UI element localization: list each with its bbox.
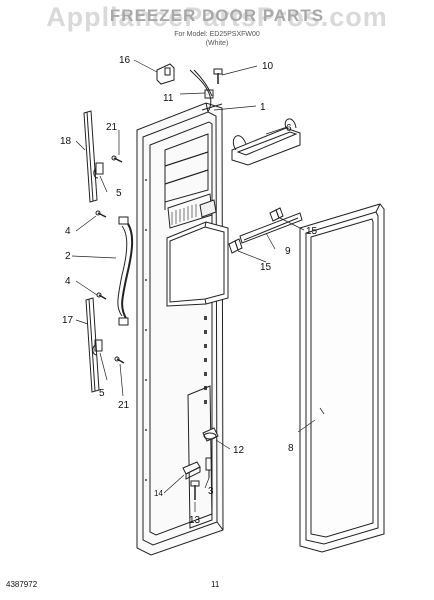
page-number: 11 xyxy=(211,580,220,589)
callout-15-lower: 15 xyxy=(260,262,272,273)
hinge-screw xyxy=(213,68,223,84)
shelf-rail xyxy=(239,212,303,244)
rail-end-cap-lower xyxy=(228,238,243,254)
color-variant: (White) xyxy=(205,40,229,47)
freezer-door-panel xyxy=(136,102,229,556)
document-number: 4387972 xyxy=(6,580,38,589)
trim-strip-upper xyxy=(83,110,98,203)
bottom-hinge-pin xyxy=(205,457,213,478)
callout-4-lower: 4 xyxy=(65,276,71,287)
door-gasket xyxy=(299,203,385,553)
callout-6: 6 xyxy=(286,123,292,134)
callout-9: 9 xyxy=(285,246,291,257)
callout-11: 11 xyxy=(163,93,174,104)
callout-1: 1 xyxy=(260,102,266,113)
trim-strip-lower xyxy=(85,297,100,393)
callout-10: 10 xyxy=(262,61,274,72)
handle-screw-upper xyxy=(95,210,107,218)
wire-harness xyxy=(189,69,223,113)
callout-18: 18 xyxy=(60,136,72,147)
watermark: AppliancePartsPros.com xyxy=(46,2,388,32)
callout-3: 3 xyxy=(208,486,214,497)
screw-lower xyxy=(114,356,125,364)
model-number: For Model: ED25PSXFW00 xyxy=(174,31,260,38)
callout-4-upper: 4 xyxy=(65,226,71,237)
top-hinge-bracket xyxy=(156,63,175,85)
callout-13: 13 xyxy=(189,515,201,526)
clip-lower xyxy=(92,339,103,356)
clip-upper xyxy=(93,162,104,179)
callout-15-upper: 15 xyxy=(306,226,318,237)
door-handle xyxy=(117,216,134,326)
callout-21-lower: 21 xyxy=(118,400,130,411)
callout-5-upper: 5 xyxy=(116,188,122,199)
callout-12: 12 xyxy=(233,445,245,456)
handle-screw-lower xyxy=(96,292,107,300)
screw-upper xyxy=(111,155,123,163)
callout-16: 16 xyxy=(119,55,131,66)
callout-17: 17 xyxy=(62,315,74,326)
bottom-hinge-bushing xyxy=(182,461,201,480)
bottom-hinge-cam xyxy=(202,427,219,442)
callout-14: 14 xyxy=(154,489,163,498)
leader-lines xyxy=(71,59,325,512)
callout-2: 2 xyxy=(65,251,71,262)
diagram-title: FREEZER DOOR PARTS xyxy=(109,6,325,25)
door-shelf-bin xyxy=(231,118,301,166)
rail-end-cap-upper xyxy=(269,207,284,222)
callout-5-lower: 5 xyxy=(99,388,105,399)
bottom-hinge-screw xyxy=(190,480,200,500)
callout-21-upper: 21 xyxy=(106,122,118,133)
callout-8: 8 xyxy=(288,443,294,454)
